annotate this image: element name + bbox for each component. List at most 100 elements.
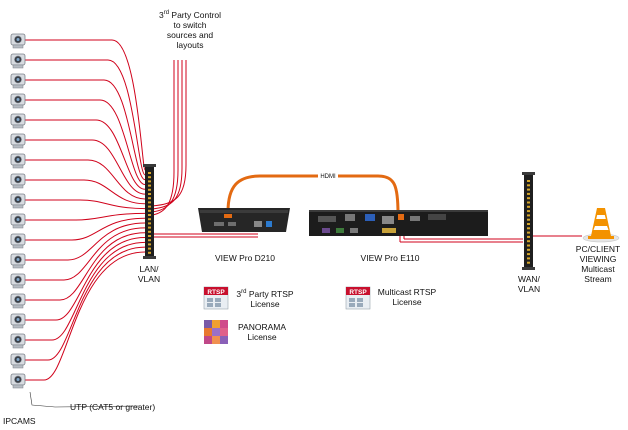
- switch-port: [527, 201, 530, 204]
- switch-port: [527, 192, 530, 195]
- ipcam-cable: [25, 59, 146, 176]
- ip-camera-icon: [10, 273, 26, 289]
- hdmi-label-bg: [318, 171, 338, 180]
- pc-client-line-2: VIEWING: [579, 254, 617, 264]
- switch-port: [148, 201, 151, 204]
- vlc-cone-icon: [582, 208, 620, 243]
- switch-port: [148, 205, 151, 208]
- switch-port: [527, 223, 530, 225]
- ipcam-cable: [25, 241, 146, 341]
- switch-port: [527, 210, 530, 213]
- ip-camera-icon: [10, 153, 26, 169]
- switch-port: [148, 251, 151, 254]
- lan-switch: [143, 164, 156, 259]
- ip-camera-icon: [10, 173, 26, 189]
- ip-camera-icon: [10, 213, 26, 229]
- switch-port: [527, 261, 530, 264]
- switch-port: [148, 209, 151, 212]
- switch-port: [148, 222, 151, 225]
- third-party-line-4: layouts: [176, 39, 204, 50]
- ipcam-cable: [25, 39, 146, 171]
- switch-port: [148, 230, 151, 233]
- view-pro-e110-device: [309, 210, 488, 236]
- lan-vlan-label: LAN/ VLAN: [134, 264, 164, 284]
- switch-port: [527, 244, 530, 247]
- view-pro-d210-label: VIEW Pro D210: [215, 253, 275, 263]
- ipcam-cable: [25, 246, 146, 361]
- ipcam-cable: [25, 222, 146, 261]
- ip-camera-icon: [10, 53, 26, 69]
- pc-client-label: PC/CLIENT VIEWING Multicast Stream: [568, 244, 628, 284]
- third-party-line-2: to switch: [173, 19, 207, 30]
- ipcam-cable: [25, 237, 146, 321]
- ip-camera-icon: [10, 113, 26, 129]
- ipcam-cable: [25, 119, 146, 190]
- switch-port: [148, 197, 151, 200]
- switch-port: [527, 257, 530, 260]
- ipcam-cable: [25, 79, 146, 181]
- switch-port: [527, 240, 530, 243]
- panorama-license-icon: [204, 320, 228, 344]
- rtsp-badge-text-2: RTSP: [349, 289, 367, 296]
- switch-port: [148, 172, 151, 174]
- rtsp-license-line-1: 3rd Party RTSP: [236, 288, 294, 299]
- switch-port: [148, 243, 151, 246]
- ipcams-label: IPCAMS: [3, 416, 36, 426]
- ip-camera-icon: [10, 293, 26, 309]
- control-cables: [151, 60, 187, 216]
- ipcam-cable: [25, 99, 146, 185]
- ip-camera-icon: [10, 33, 26, 49]
- pc-client-line-1: PC/CLIENT: [575, 244, 621, 254]
- switch-port: [527, 180, 530, 182]
- ip-camera-icon: [10, 253, 26, 269]
- switch-port: [148, 180, 151, 183]
- switch-port: [527, 184, 530, 187]
- utp-brace: [29, 391, 141, 408]
- switch-port: [148, 214, 151, 216]
- ip-camera-icon: [10, 373, 26, 389]
- e110-to-wan-cables: [399, 236, 523, 243]
- multicast-line-1: Multicast RTSP: [377, 287, 437, 297]
- third-party-control-label: 3rd Party Control to switch sources and …: [150, 8, 230, 50]
- ip-camera-icon: [10, 233, 26, 249]
- rtsp-license-label: 3rd Party RTSP License: [230, 287, 300, 309]
- wan-vlan-line2: VLAN: [517, 284, 541, 294]
- ip-camera-icon: [10, 353, 26, 369]
- rtsp-license-line-2: License: [250, 298, 280, 309]
- ipcam-cable: [25, 217, 146, 241]
- ip-camera-icon: [10, 133, 26, 149]
- switch-port: [527, 227, 530, 230]
- switch-port: [148, 235, 151, 237]
- hdmi-label: HDMI: [320, 174, 336, 180]
- multicast-rtsp-license-label: Multicast RTSP License: [371, 287, 443, 307]
- switch-port: [148, 193, 151, 195]
- ipcam-cable: [25, 227, 146, 281]
- rtsp-badge-text: RTSP: [207, 289, 225, 296]
- switch-port: [148, 188, 151, 191]
- lan-cables-to-d210: [153, 233, 258, 238]
- ipcam-cable: [25, 199, 146, 210]
- ipcam-cable: [25, 212, 146, 221]
- ipcam-cable: [25, 232, 146, 301]
- vlan-label: VLAN: [137, 274, 161, 284]
- switch-port: [527, 218, 530, 221]
- panorama-line-1: PANORAMA: [237, 322, 287, 332]
- switch-port: [148, 218, 151, 221]
- ipcam-cable: [25, 179, 146, 205]
- switch-port: [527, 231, 530, 234]
- pc-client-line-4: Stream: [584, 274, 612, 284]
- ip-camera-icon: [10, 333, 26, 349]
- switch-port: [527, 253, 530, 256]
- view-pro-e110-label: VIEW Pro E110: [360, 253, 420, 263]
- switch-port: [148, 239, 151, 242]
- multicast-line-2: License: [392, 297, 422, 307]
- switch-port: [148, 247, 151, 250]
- ipcam-cables: [25, 39, 146, 381]
- ip-camera-icon: [10, 313, 26, 329]
- ipcam-cable: [25, 139, 146, 195]
- switch-port: [148, 226, 151, 229]
- switch-port: [527, 197, 530, 200]
- switch-port: [527, 214, 530, 217]
- ip-camera-icon: [10, 73, 26, 89]
